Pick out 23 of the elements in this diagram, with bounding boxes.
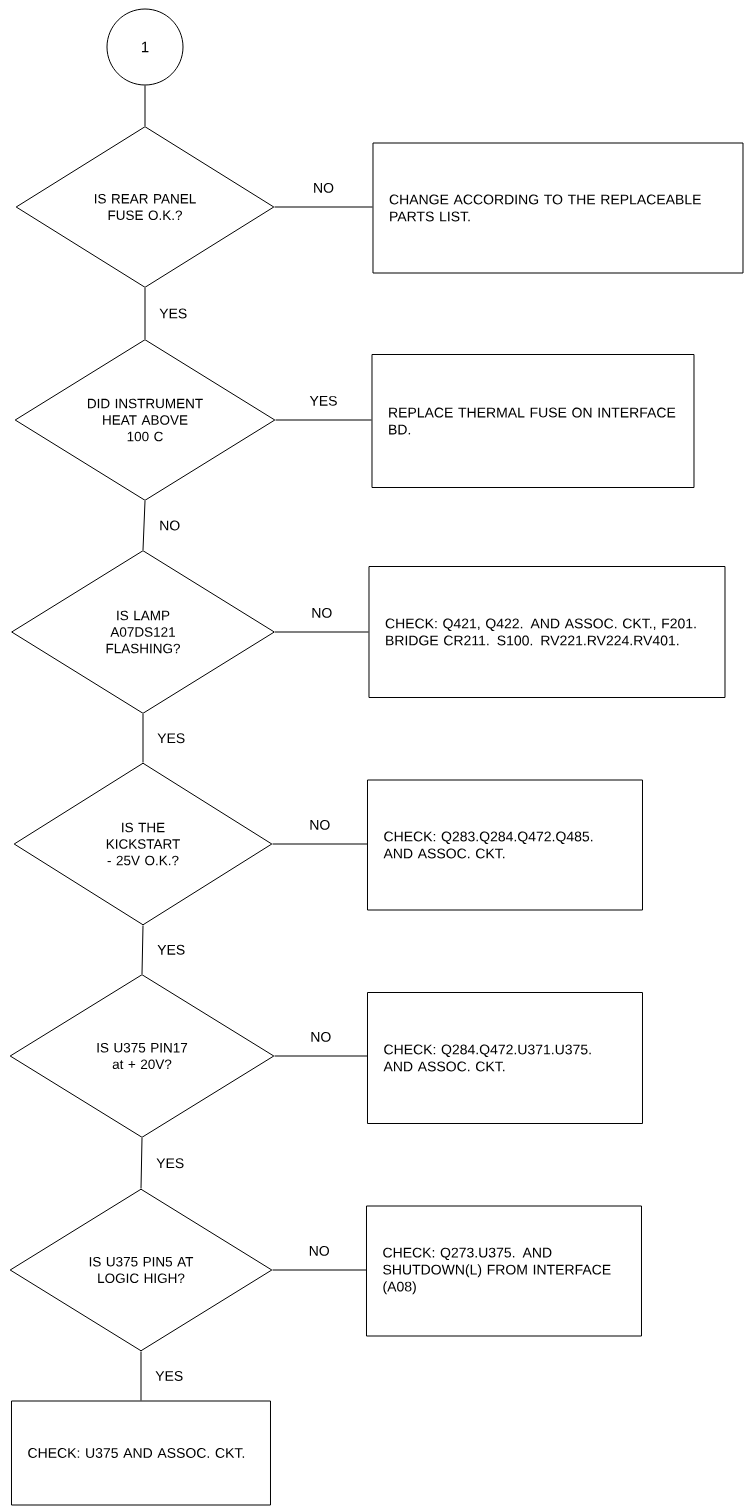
edge-label: YES: [153, 1369, 186, 1383]
process-box: CHECK: Q421, Q422. AND ASSOC. CKT., F201. BRIDGE CR211. S100. RV221.RV224.RV401.: [368, 566, 726, 698]
connector-line: [142, 713, 144, 763]
connector-line: [272, 1269, 367, 1271]
connector-line: [274, 1055, 368, 1057]
edge-label: YES: [155, 731, 188, 746]
process-box: CHECK: Q284.Q472.U371.U375. AND ASSOC. CKT.: [367, 992, 643, 1124]
process-box: REPLACE THERMAL FUSE ON INTERFACE BD.: [371, 354, 695, 488]
connector-line: [274, 631, 369, 633]
process-box: CHECK: Q283.Q284.Q472.Q485. AND ASSOC. CKT.: [367, 779, 643, 911]
connector-line: [272, 843, 368, 845]
connector-line: [144, 85, 146, 127]
connector-line: [144, 287, 146, 340]
process-box: CHANGE ACCORDING TO THE REPLACEABLE PARTS LIST.: [372, 142, 744, 274]
connector-line: [275, 419, 372, 421]
connector-line: [142, 500, 146, 551]
connector-line: [140, 1351, 142, 1401]
connector-line: [274, 206, 373, 208]
connector-line: [141, 925, 144, 975]
process-box: CHECK: Q273.U375. AND SHUTDOWN(L) FROM INTERFACE (A08): [366, 1205, 642, 1337]
edge-label: YES: [154, 1156, 187, 1171]
process-box: CHECK: U375 AND ASSOC. CKT.: [11, 1400, 271, 1506]
connector-line: [140, 1137, 143, 1189]
